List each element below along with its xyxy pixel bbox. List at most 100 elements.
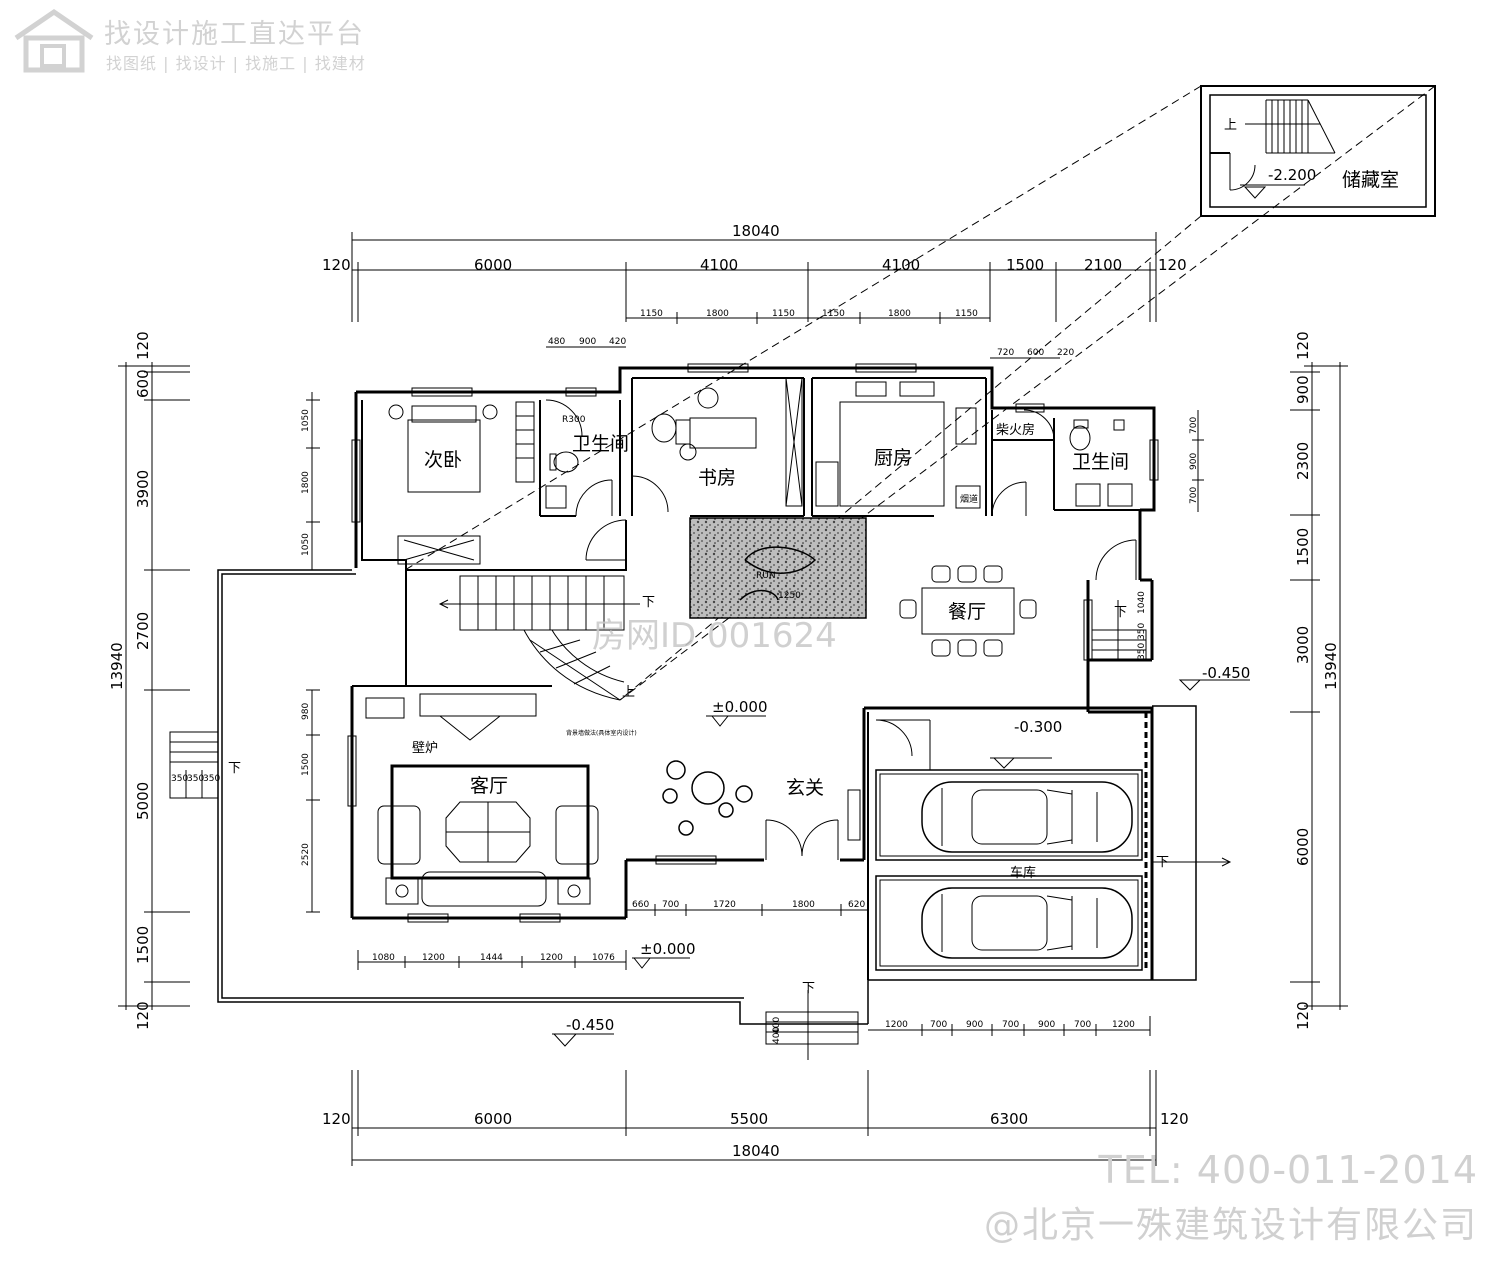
top-win-dim-2: 1150 bbox=[772, 309, 795, 319]
left-win-dim-5: 2520 bbox=[301, 843, 311, 866]
right-dim-5: 6000 bbox=[1294, 828, 1312, 866]
top-dim-6: 120 bbox=[1158, 256, 1187, 274]
storage-stair-up: 上 bbox=[1224, 118, 1237, 133]
left-win-dim-3: 980 bbox=[301, 703, 311, 720]
living-room-label: 客厅 bbox=[470, 775, 508, 797]
fireplace-label: 壁炉 bbox=[412, 741, 438, 756]
front-step-dim-1: 400 bbox=[772, 1027, 782, 1044]
right-dim-2: 2300 bbox=[1294, 442, 1312, 480]
bath-door-radius: R300 bbox=[562, 415, 586, 425]
left-step-dim-2: 350 bbox=[203, 774, 220, 784]
terrace-outline bbox=[217, 569, 1197, 1025]
right-step-dim-0: 1040 bbox=[1137, 591, 1147, 614]
left-win-dim-4: 1500 bbox=[301, 753, 311, 776]
kitchen-counter bbox=[815, 381, 981, 509]
garage-label: 车库 bbox=[1010, 865, 1036, 881]
left-dim-1: 600 bbox=[134, 369, 152, 398]
courtyard-mark: RUN bbox=[756, 571, 776, 581]
main-level: ±0.000 bbox=[712, 698, 768, 716]
bottom-entry-dim-3: 1800 bbox=[792, 900, 815, 910]
firewood-label: 柴火房 bbox=[996, 422, 1035, 438]
right-step-dim-2: 350 bbox=[1137, 643, 1147, 660]
outside-level-bottom: -0.450 bbox=[566, 1016, 614, 1034]
interior-walls bbox=[352, 377, 1140, 687]
foyer-label: 玄关 bbox=[786, 777, 824, 799]
footer-tel: TEL: 400-011-2014 bbox=[1098, 1148, 1478, 1192]
bottom-garage-dim-0: 1200 bbox=[885, 1020, 908, 1030]
front-step-dim-0: 400 bbox=[772, 1017, 782, 1034]
top-total-dim: 18040 bbox=[732, 222, 780, 240]
bottom-front-dim-3: 1200 bbox=[540, 953, 563, 963]
bottom-dim-4: 120 bbox=[1160, 1110, 1189, 1128]
left-win-dim-1: 1800 bbox=[301, 471, 311, 494]
bottom-garage-dim-6: 1200 bbox=[1112, 1020, 1135, 1030]
right-win-dim-1: 900 bbox=[1189, 453, 1199, 470]
footer-company: @北京一殊建筑设计有限公司 bbox=[983, 1205, 1478, 1246]
storage-level: -2.200 bbox=[1268, 166, 1316, 184]
chimney-label: 烟道 bbox=[960, 493, 978, 505]
doors bbox=[545, 399, 1055, 860]
dining-label: 餐厅 bbox=[948, 601, 986, 623]
bathroom-left-label: 卫生间 bbox=[572, 433, 629, 455]
tv-wall-note: 背景墙做法(具体室内设计) bbox=[566, 729, 637, 737]
bottom-garage-dim-5: 700 bbox=[1074, 1020, 1091, 1030]
top-small-left-0: 480 bbox=[548, 337, 565, 347]
left-steps-down: 下 bbox=[228, 761, 241, 776]
left-step-dim-1: 350 bbox=[187, 774, 204, 784]
right-dim-0: 120 bbox=[1294, 331, 1312, 360]
outside-level-right: -0.450 bbox=[1202, 664, 1250, 682]
bathroom-right-label: 卫生间 bbox=[1072, 451, 1129, 473]
left-dim-3: 2700 bbox=[134, 612, 152, 650]
top-dim-3: 4100 bbox=[882, 256, 920, 274]
desk-icon bbox=[651, 377, 803, 507]
top-dim-1: 6000 bbox=[474, 256, 512, 274]
top-win-dim-3: 1150 bbox=[822, 309, 845, 319]
left-win-dim-0: 1050 bbox=[301, 409, 311, 432]
bottom-entry-dim-0: 660 bbox=[632, 900, 649, 910]
left-dim-4: 5000 bbox=[134, 782, 152, 820]
sofa-set-icon bbox=[365, 693, 599, 907]
site-header: 找设计施工直达平台 找图纸 | 找设计 | 找施工 | 找建材 bbox=[12, 8, 412, 78]
left-dim-0: 120 bbox=[134, 331, 152, 360]
top-win-dim-4: 1800 bbox=[888, 309, 911, 319]
bottom-garage-dim-3: 700 bbox=[1002, 1020, 1019, 1030]
toilet-icon bbox=[545, 451, 579, 509]
bottom-garage-dim-2: 900 bbox=[966, 1020, 983, 1030]
watermark: 房网ID 001624 bbox=[592, 616, 837, 656]
bottom-dim-0: 120 bbox=[322, 1110, 351, 1128]
left-step-dim-0: 350 bbox=[171, 774, 188, 784]
top-small-left-1: 900 bbox=[579, 337, 596, 347]
bottom-front-dim-0: 1080 bbox=[372, 953, 395, 963]
top-dim-2: 4100 bbox=[700, 256, 738, 274]
top-dim-5: 2100 bbox=[1084, 256, 1122, 274]
bottom-entry-dim-2: 1720 bbox=[713, 900, 736, 910]
top-dim-4: 1500 bbox=[1006, 256, 1044, 274]
left-dim-5: 1500 bbox=[134, 926, 152, 964]
left-dim-6: 120 bbox=[134, 1001, 152, 1030]
storage-room-label: 储藏室 bbox=[1342, 169, 1399, 191]
right-win-dim-0: 700 bbox=[1189, 417, 1199, 434]
bottom-front-dim-1: 1200 bbox=[422, 953, 445, 963]
left-dimensions bbox=[118, 362, 320, 1010]
right-dim-1: 900 bbox=[1294, 375, 1312, 404]
top-small-right-0: 720 bbox=[997, 348, 1014, 358]
top-win-dim-0: 1150 bbox=[640, 309, 663, 319]
second-bedroom-label: 次卧 bbox=[424, 449, 462, 471]
front-steps-down: 下 bbox=[802, 981, 815, 996]
bottom-garage-dim-1: 700 bbox=[930, 1020, 947, 1030]
bottom-dimensions bbox=[351, 904, 1157, 1166]
right-dim-4: 3000 bbox=[1294, 626, 1312, 664]
car-1-icon bbox=[921, 781, 1133, 853]
bottom-front-dim-2: 1444 bbox=[480, 953, 503, 963]
rockery-icon bbox=[662, 760, 753, 836]
right-total-dim: 13940 bbox=[1322, 642, 1340, 690]
toilet-right-icon bbox=[1069, 419, 1133, 507]
top-dimensions bbox=[351, 232, 1157, 359]
garage-level: -0.300 bbox=[1014, 718, 1062, 736]
header-subtitle: 找图纸 | 找设计 | 找施工 | 找建材 bbox=[106, 54, 366, 73]
top-small-right-1: 600 bbox=[1027, 348, 1044, 358]
right-step-dim-1: 350 bbox=[1137, 623, 1147, 640]
bottom-dim-3: 6300 bbox=[990, 1110, 1028, 1128]
kitchen-label: 厨房 bbox=[874, 447, 912, 469]
